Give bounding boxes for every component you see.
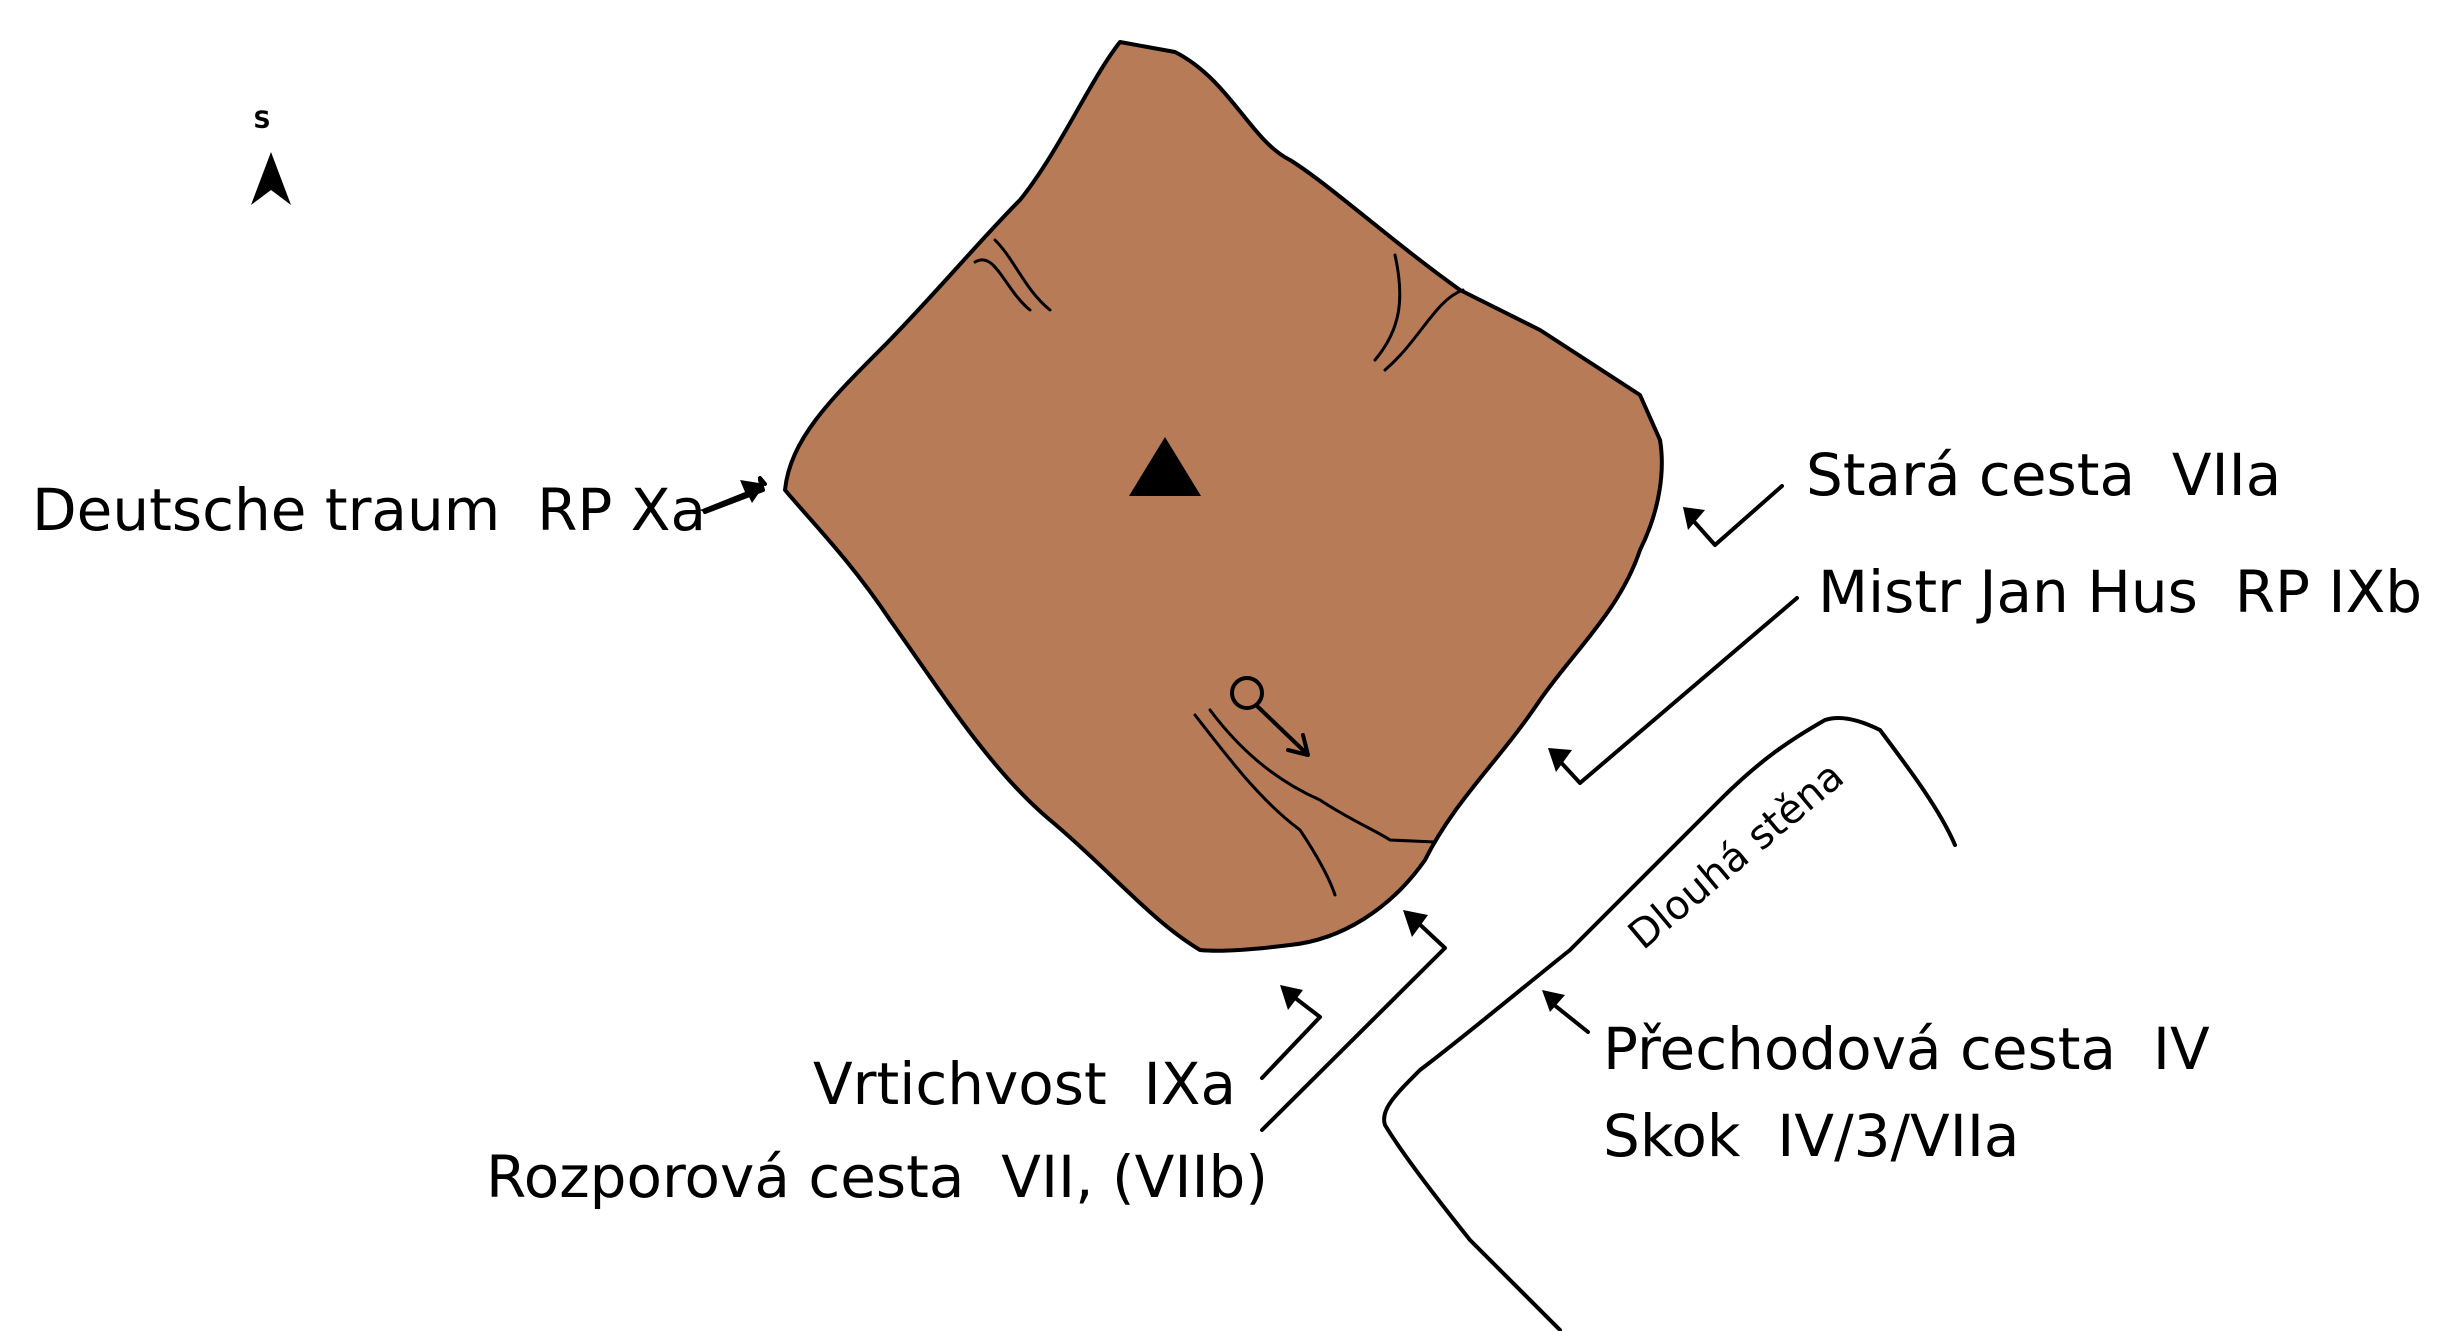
rock-cracks [973,238,1465,897]
summit-triangle-icon [1129,437,1201,496]
route-label: Stará cesta VIIa [1806,441,2281,509]
rock-outline [783,40,1664,953]
route-label: Rozporová cesta VII, (VIIb) [486,1143,1268,1211]
route-labels: Deutsche traum RP Xa Stará cesta VIIa Mi… [32,441,2422,1211]
north-arrow-icon [251,152,291,205]
arrow-deutsche-traum [703,476,767,514]
route-label: Vrtichvost IXa [813,1050,1236,1118]
route-label: Skok IV/3/VIIa [1603,1102,2019,1170]
route-label: Deutsche traum RP Xa [32,476,706,544]
arrow-rozporova-cesta [1260,918,1447,1132]
rappel-ring-icon [1230,676,1310,757]
opposite-wall-outline [1382,716,1957,1331]
arrow-mistr-jan-hus [1554,596,1799,785]
arrow-vrtichvost [1260,992,1322,1080]
route-label: Mistr Jan Hus RP IXb [1818,558,2422,626]
north-arrow: S [251,106,291,205]
route-label: Přechodová cesta IV [1603,1015,2210,1083]
north-letter: S [253,106,270,134]
arrow-stara-cesta [1688,484,1784,547]
route-arrows [700,476,1799,1132]
